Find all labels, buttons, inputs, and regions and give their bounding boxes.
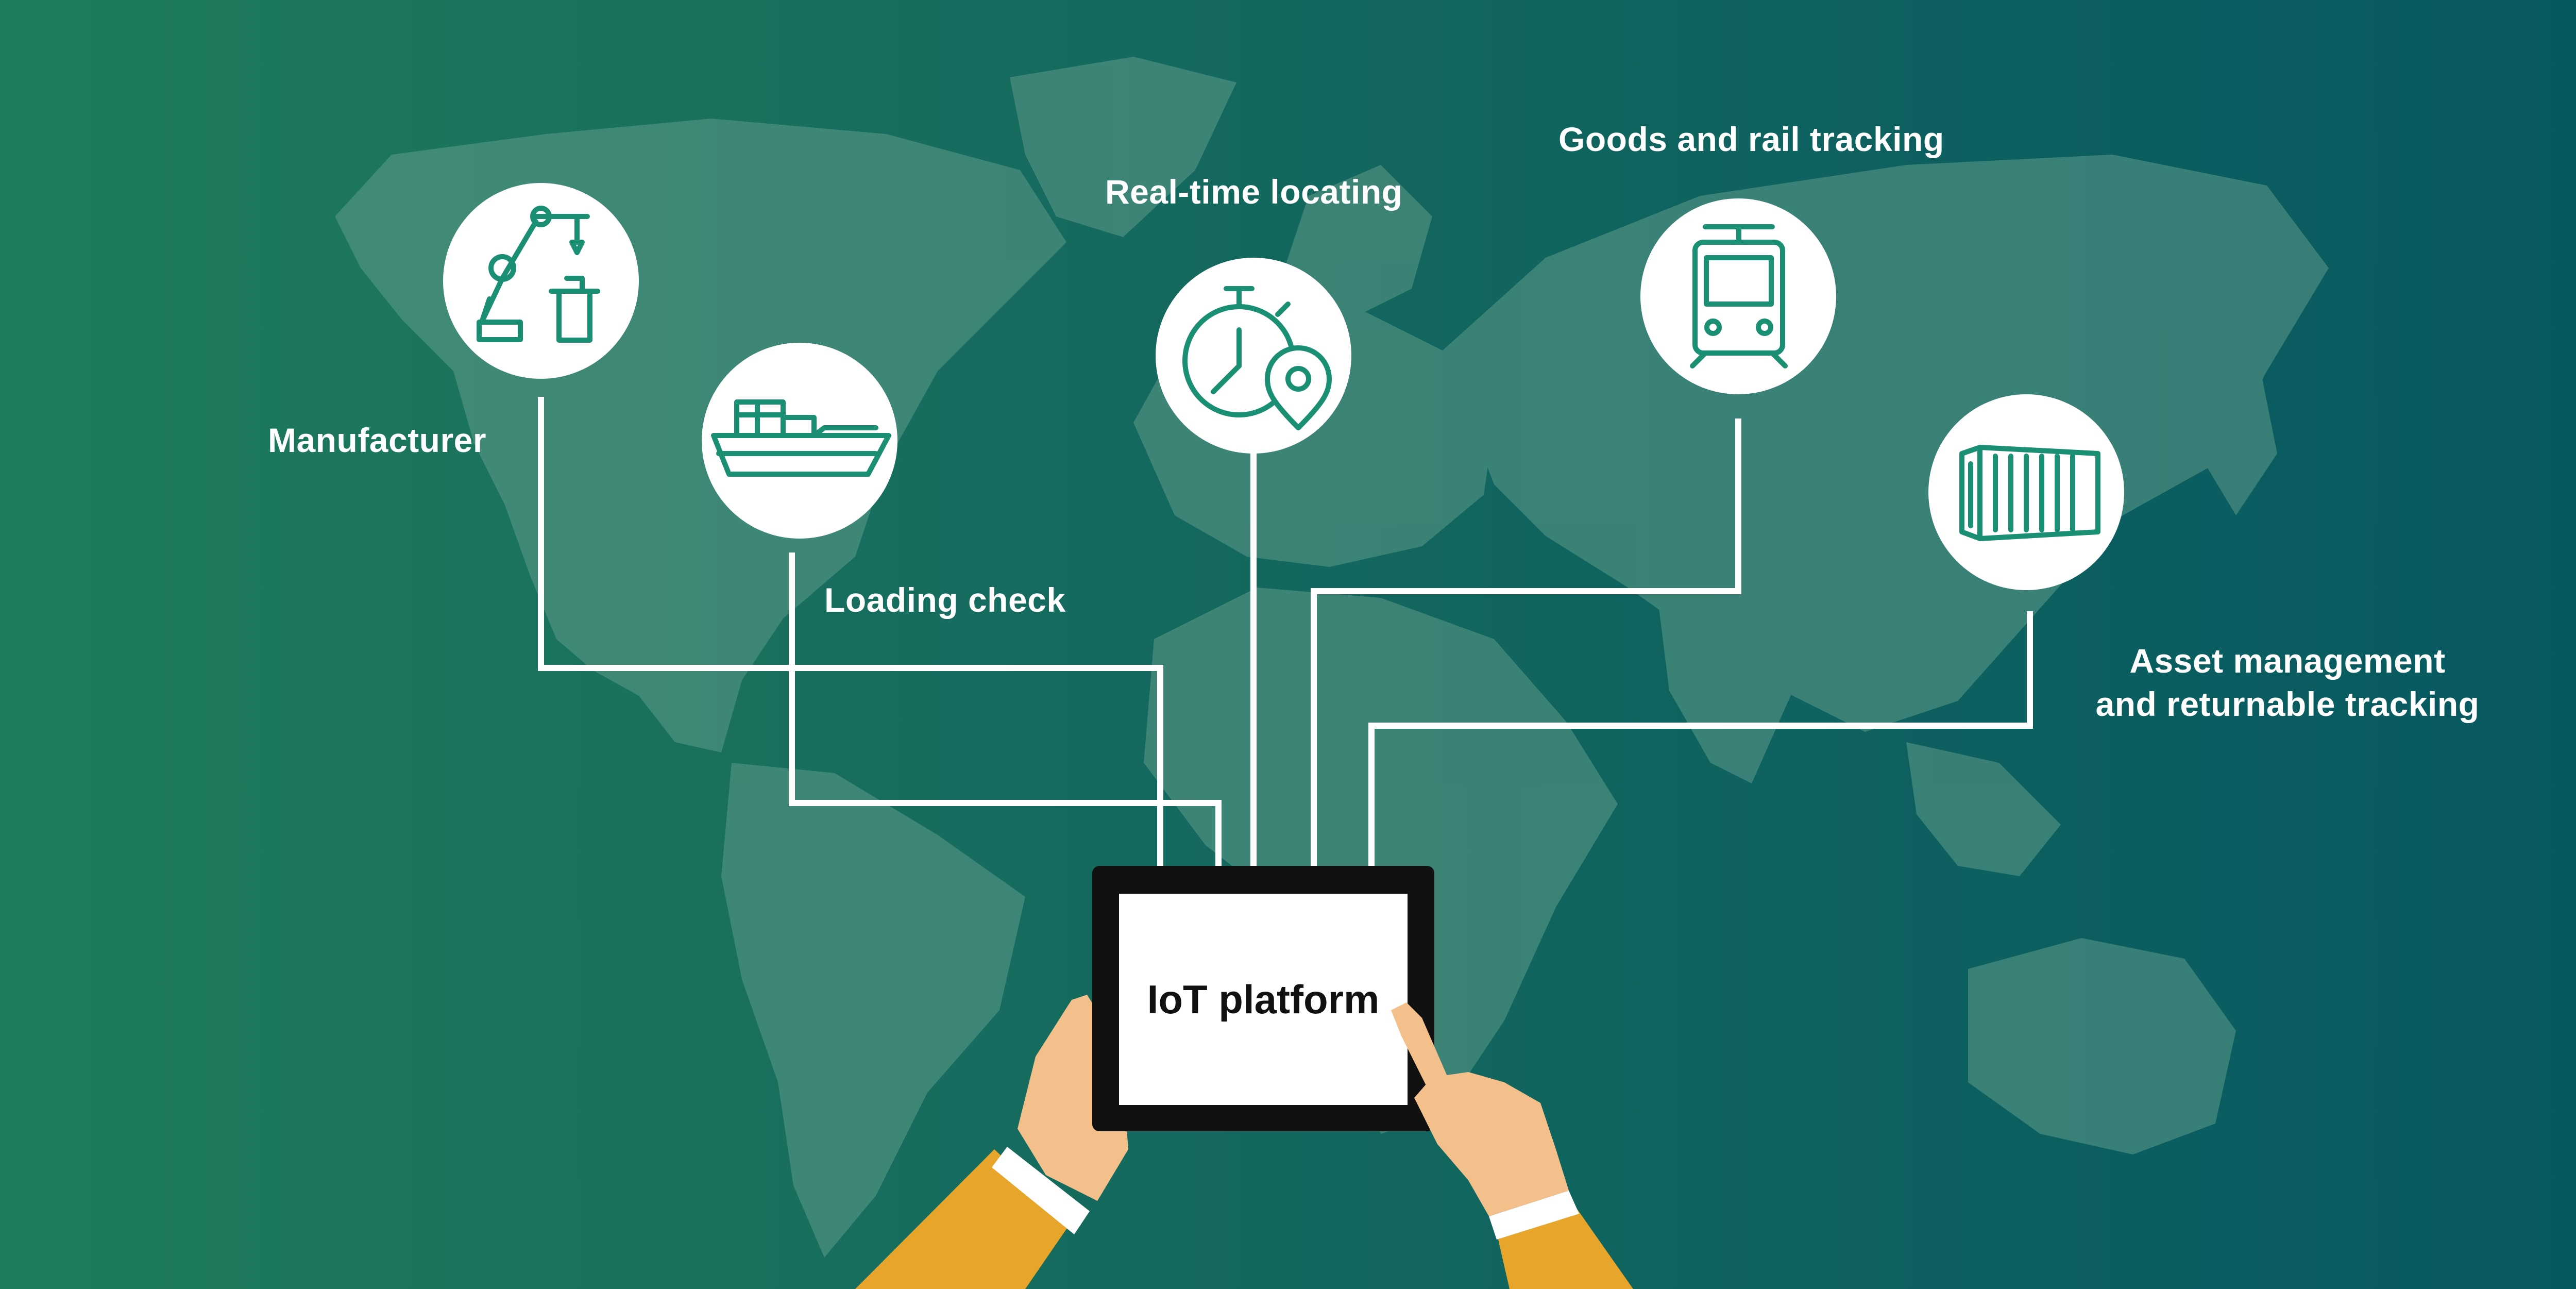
goods-rail-circle	[1640, 198, 1836, 394]
asset-management-line1: Asset management	[2129, 642, 2446, 680]
right-index-finger	[1391, 1002, 1448, 1087]
goods-rail-tracking-label: Goods and rail tracking	[1558, 120, 1944, 158]
left-hand	[855, 995, 1128, 1289]
map-south-america	[721, 763, 1025, 1258]
tablet	[1092, 866, 1434, 1131]
stopwatch-location-icon	[1182, 286, 1332, 430]
connector-lines	[538, 397, 2033, 866]
real-time-node	[1156, 258, 1351, 454]
map-southeast-asia	[1906, 742, 2061, 876]
asset-management-line2: and returnable tracking	[2095, 685, 2480, 723]
connector-manufacturer	[538, 397, 1163, 866]
loading-check-circle	[702, 343, 897, 539]
train-icon	[1690, 224, 1788, 369]
map-greenland	[1010, 57, 1236, 237]
real-time-locating-label: Real-time locating	[1105, 173, 1403, 211]
loading-check-node	[702, 343, 897, 539]
left-cuff	[992, 1147, 1090, 1234]
shipping-container-icon	[1959, 445, 2100, 541]
map-japan	[2205, 350, 2277, 515]
map-india	[1659, 608, 1793, 783]
cargo-ship-icon	[711, 399, 891, 477]
asset-management-label: Asset management and returnable tracking	[2094, 639, 2481, 726]
asset-node	[1928, 394, 2124, 590]
connector-asset	[1368, 611, 2033, 866]
tablet-screen	[1119, 894, 1408, 1105]
iot-platform-text: IoT platform	[1147, 976, 1380, 1022]
robot-arm-icon	[477, 206, 600, 343]
goods-rail-node	[1640, 198, 1836, 394]
right-palm	[1414, 1072, 1569, 1216]
map-australia	[1968, 938, 2236, 1154]
right-cuff	[1489, 1191, 1579, 1240]
connector-goods-rail	[1311, 418, 1741, 866]
right-hand	[1391, 1002, 1633, 1289]
manufacturer-label: Manufacturer	[268, 421, 487, 459]
loading-check-label: Loading check	[824, 581, 1066, 619]
manufacturer-circle	[443, 183, 639, 379]
manufacturer-node	[443, 183, 639, 379]
connector-loading-check	[789, 553, 1222, 866]
